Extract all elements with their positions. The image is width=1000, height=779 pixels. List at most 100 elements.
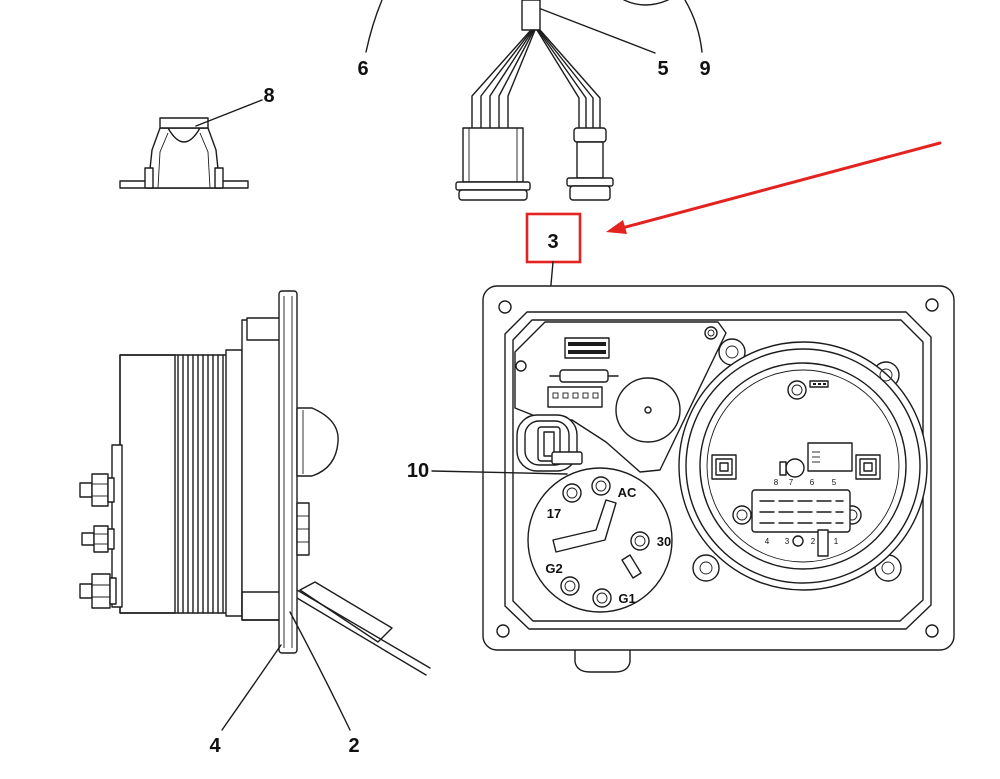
wire bbox=[489, 29, 534, 129]
leader-4 bbox=[221, 644, 282, 731]
highlight-arrow-head bbox=[606, 220, 627, 234]
housing-bevel-outer bbox=[504, 311, 932, 630]
leader-5 bbox=[540, 8, 656, 54]
callout-10: 10 bbox=[407, 460, 429, 482]
mounting-clip bbox=[119, 117, 249, 189]
lock-lever bbox=[551, 451, 583, 465]
pin-label: 3 bbox=[785, 537, 790, 546]
switch-terminal-inner bbox=[596, 592, 608, 604]
switch-contact-bar bbox=[552, 499, 617, 553]
boss-hole bbox=[699, 561, 713, 575]
large-connector-base bbox=[458, 189, 528, 201]
buzzer-center bbox=[644, 406, 652, 414]
pin-label: 1 bbox=[834, 537, 839, 546]
callout-6: 6 bbox=[357, 58, 368, 80]
leader-9 bbox=[684, 0, 703, 53]
gauge-side-screw-inner bbox=[736, 509, 748, 521]
washer bbox=[109, 577, 117, 605]
part-9-edge bbox=[623, 0, 669, 6]
switch-contact-tab bbox=[621, 554, 642, 579]
gauge-housing bbox=[241, 319, 281, 621]
lock-cylinder bbox=[516, 414, 583, 472]
clip-top-cap bbox=[159, 117, 209, 129]
terminal-stud-middle bbox=[81, 525, 115, 553]
gauge-ring bbox=[699, 362, 907, 570]
switch-terminal bbox=[560, 576, 580, 596]
header-pin bbox=[592, 392, 599, 399]
large-connector-flange bbox=[455, 181, 531, 191]
pin-label: 7 bbox=[789, 478, 794, 487]
hex-nut bbox=[93, 525, 109, 553]
chip-stripe bbox=[568, 350, 606, 354]
boss-hole bbox=[881, 561, 895, 575]
chip-stripe bbox=[568, 342, 606, 346]
gauge-connector bbox=[751, 489, 851, 533]
leader-10 bbox=[431, 470, 568, 475]
lock-key-core bbox=[543, 431, 555, 457]
gauge-top-screw bbox=[787, 380, 807, 400]
wire bbox=[536, 29, 580, 129]
cable-line bbox=[296, 589, 431, 669]
terminal-label-g2: G2 bbox=[545, 561, 562, 576]
terminal-core bbox=[863, 462, 873, 472]
callout-8: 8 bbox=[263, 85, 274, 107]
panel-plate bbox=[278, 290, 298, 654]
clip-inner-right bbox=[199, 132, 211, 189]
boss-hole bbox=[725, 345, 739, 359]
highlight-arrow-shaft bbox=[620, 141, 942, 230]
gauge-side-screw bbox=[732, 505, 752, 525]
mounting-hole bbox=[496, 624, 510, 638]
small-connector-cap bbox=[573, 127, 607, 143]
large-connector-body bbox=[462, 127, 524, 183]
gauge-mount-boss bbox=[692, 554, 720, 582]
terminal-block bbox=[111, 444, 123, 608]
switch-terminal bbox=[562, 483, 582, 503]
mounting-hole bbox=[498, 300, 512, 314]
board-hole bbox=[515, 360, 527, 372]
clip-tab-left bbox=[144, 167, 154, 189]
cable-line bbox=[296, 597, 427, 676]
clip-inner-left bbox=[157, 132, 169, 189]
wire bbox=[539, 29, 601, 129]
gauge-thread bbox=[177, 354, 224, 614]
callout-2: 2 bbox=[348, 735, 359, 757]
housing-bevel-inner bbox=[512, 319, 924, 622]
gauge-small-resistor bbox=[779, 461, 787, 476]
stud bbox=[79, 482, 93, 498]
callout-5: 5 bbox=[657, 58, 668, 80]
board-chip bbox=[564, 337, 610, 359]
terminal-label-17: 17 bbox=[547, 506, 561, 521]
led-dot bbox=[823, 383, 826, 385]
key-switch: AC 30 17 G2 G1 bbox=[527, 467, 673, 613]
callout-9: 9 bbox=[699, 58, 710, 80]
round-gauge: 8 7 6 5 4 3 2 1 bbox=[678, 338, 928, 591]
header-pin bbox=[552, 392, 559, 399]
mounting-hole bbox=[925, 298, 939, 312]
gauge-ring bbox=[706, 369, 900, 563]
terminal-stud-bottom bbox=[79, 573, 117, 609]
cable-sleeve bbox=[521, 0, 541, 31]
washer bbox=[107, 477, 115, 503]
housing-top-block bbox=[246, 317, 281, 341]
large-connector bbox=[455, 127, 531, 201]
cable-bracket bbox=[299, 581, 393, 643]
terminal-core bbox=[719, 462, 729, 472]
terminal-label-30: 30 bbox=[657, 534, 671, 549]
stud bbox=[79, 583, 93, 599]
right-wire-group bbox=[536, 29, 601, 129]
pin-label: 2 bbox=[811, 537, 816, 546]
board-pin-header bbox=[547, 386, 603, 408]
left-wire-group bbox=[471, 29, 536, 129]
gauge-top-screw-inner bbox=[791, 384, 803, 396]
connector-latch bbox=[817, 529, 829, 557]
board-resistor bbox=[559, 369, 609, 383]
lock-ring bbox=[524, 420, 570, 466]
wire bbox=[480, 29, 533, 129]
small-connector-base bbox=[569, 185, 611, 201]
terminal-stud-top bbox=[79, 473, 115, 507]
switch-terminal-inner bbox=[566, 487, 578, 499]
terminal-label-ac: AC bbox=[618, 485, 637, 500]
switch-terminal-inner bbox=[564, 580, 576, 592]
switch-terminal-inner bbox=[595, 480, 607, 492]
hex-nut bbox=[91, 573, 111, 609]
